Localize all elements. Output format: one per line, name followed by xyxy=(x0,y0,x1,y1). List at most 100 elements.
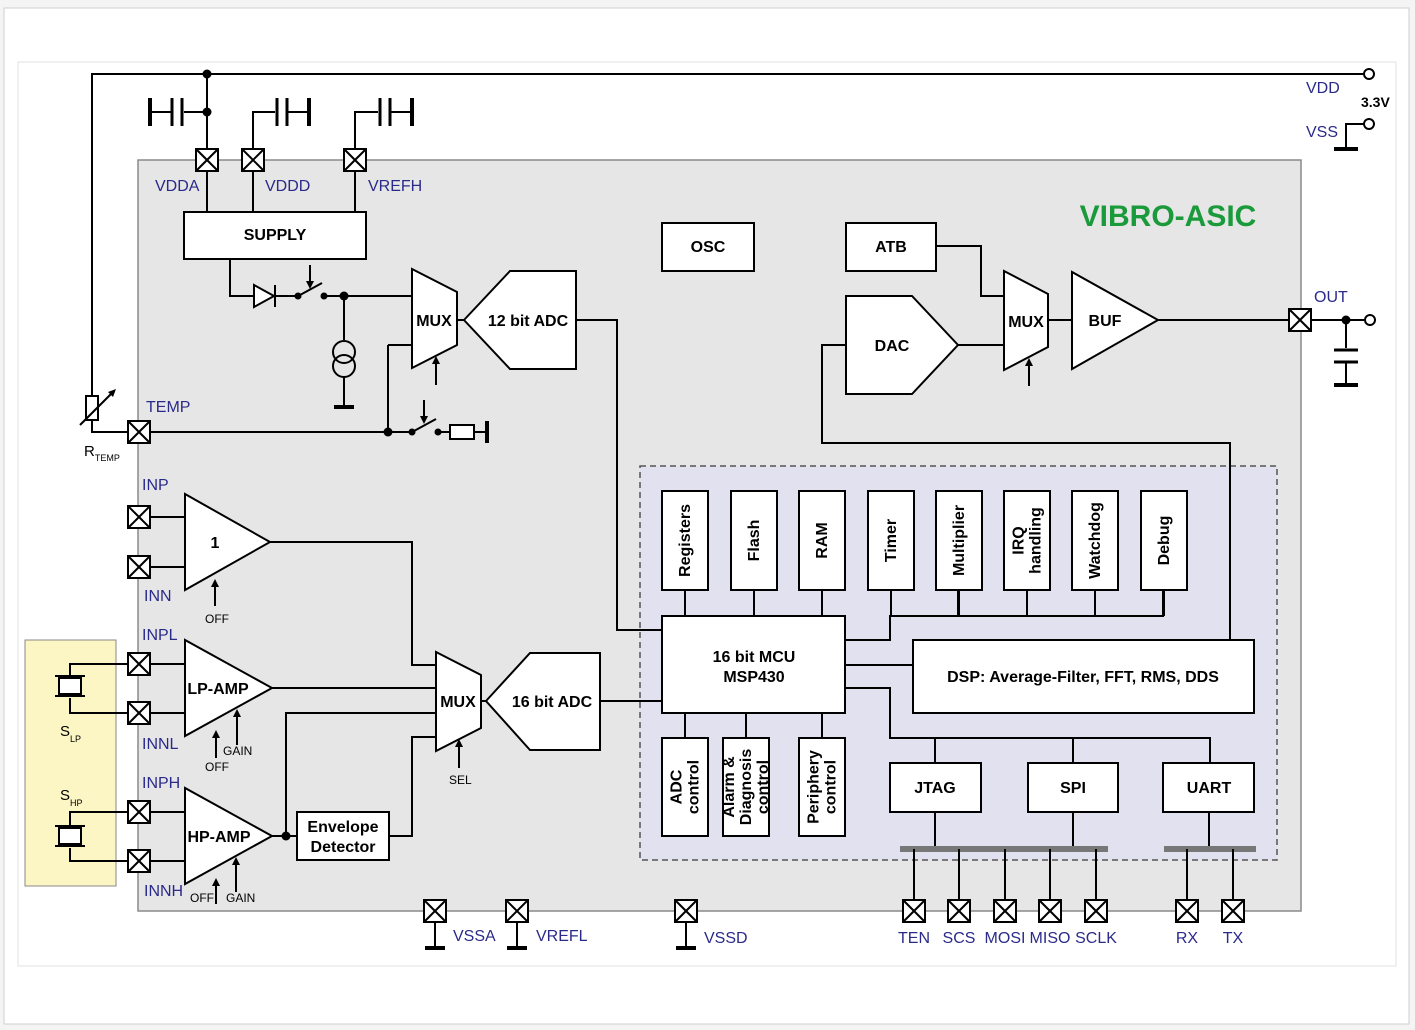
out-terminal xyxy=(1311,314,1376,387)
uart-label: UART xyxy=(1187,780,1232,797)
dsp-label: DSP: Average-Filter, FFT, RMS, DDS xyxy=(947,669,1219,686)
vrefl-label: VREFL xyxy=(536,928,588,945)
innh-pin-label: INNH xyxy=(144,883,183,900)
lp-amp-gain-label: GAIN xyxy=(223,744,252,758)
mcu-top-block-label-2-0: RAM xyxy=(814,522,831,558)
vdd-value-label: 3.3V xyxy=(1361,94,1390,110)
mcu-top-block-6 xyxy=(1071,490,1119,591)
mux-sel-label: SEL xyxy=(449,773,472,787)
mcu-bottom-block-0 xyxy=(661,737,709,837)
innl-pad xyxy=(127,701,151,725)
pin-pad-tx xyxy=(1221,899,1245,923)
mcu-bottom-block-2 xyxy=(798,737,846,837)
r-temp-label: RTEMP xyxy=(84,443,120,463)
buf-label: BUF xyxy=(1089,313,1122,330)
inp-pad xyxy=(127,505,151,529)
mcu-bus-wires xyxy=(845,590,1211,763)
buf-block xyxy=(1071,270,1161,371)
vssd-label: VSSD xyxy=(704,930,748,947)
gain1-off-label: OFF xyxy=(205,612,229,626)
mcu-label-line1: 16 bit MCU xyxy=(713,649,796,666)
hp-amp-gain-label: GAIN xyxy=(226,891,255,905)
inn-pin-label: INN xyxy=(144,588,172,605)
uart-block xyxy=(1162,762,1255,813)
pin-pad-mosi xyxy=(993,899,1017,923)
pin-pad-sclk xyxy=(1084,899,1108,923)
lp-amp-label: LP-AMP xyxy=(187,681,249,698)
hp-amp-label: HP-AMP xyxy=(187,829,250,846)
pin-pad-scs xyxy=(947,899,971,923)
atb-label: ATB xyxy=(875,239,907,256)
sensor-lp-label: SLP xyxy=(60,723,81,744)
vdda-label: VDDA xyxy=(155,178,200,195)
mcu-bottom-block-label-0-1: control xyxy=(686,760,703,814)
mcu-top-block-label-6-0: Watchdog xyxy=(1087,502,1104,579)
gain1-amp xyxy=(184,492,273,592)
inpl-pad xyxy=(127,652,151,676)
digital-buses xyxy=(900,812,1256,900)
vssa-label: VSSA xyxy=(453,928,496,945)
mcu-bottom-block-1 xyxy=(722,737,770,837)
mcu-top-block-5 xyxy=(1003,490,1051,591)
vrefh-label: VREFH xyxy=(368,178,422,195)
pin-label-miso: MISO xyxy=(1030,930,1071,947)
vssd-pad xyxy=(674,899,698,923)
mcu-top-block-4 xyxy=(935,490,983,591)
sensor-lp xyxy=(55,663,128,714)
mcu-bottom-block-label-1-0: Alarm & xyxy=(721,756,738,818)
inpl-pin-label: INPL xyxy=(142,627,178,644)
vdda-pad xyxy=(195,148,219,172)
spi-block xyxy=(1027,762,1119,813)
jtag-block xyxy=(889,762,982,813)
pin-label-mosi: MOSI xyxy=(985,930,1026,947)
mcu-top-block-label-1-0: Flash xyxy=(746,520,763,562)
mux-analog-label: MUX xyxy=(440,694,476,711)
out-pad xyxy=(1288,308,1312,332)
envelope-label-line2: Detector xyxy=(311,839,376,856)
osc-label: OSC xyxy=(691,239,726,256)
mcu-label-line2: MSP430 xyxy=(723,669,784,686)
pin-pad-miso xyxy=(1038,899,1062,923)
out-pin-label: OUT xyxy=(1314,289,1348,306)
envelope-detector-block xyxy=(296,811,390,861)
mux-analog-block xyxy=(435,650,482,753)
jtag-label: JTAG xyxy=(914,780,955,797)
mcu-bottom-block-label-2-1: control xyxy=(823,760,840,814)
dac-label: DAC xyxy=(875,338,910,355)
inp-pin-label: INP xyxy=(142,477,169,494)
supply-rail xyxy=(91,68,1375,395)
mcu-bottom-block-label-1-1: Diagnosis xyxy=(738,749,755,826)
thermistor xyxy=(79,389,128,433)
mcu-top-block-label-3-0: Timer xyxy=(883,519,900,562)
spi-label: SPI xyxy=(1060,780,1086,797)
lp-amp-block xyxy=(184,638,275,738)
inph-pad xyxy=(127,800,151,824)
temp-pin-label: TEMP xyxy=(146,399,190,416)
mcu-top-block-label-5-0: IRQ xyxy=(1011,526,1028,554)
innh-pad xyxy=(127,849,151,873)
supply-block-label: SUPPLY xyxy=(244,227,307,244)
temp-pad xyxy=(127,420,151,444)
adc16-label: 16 bit ADC xyxy=(512,694,593,711)
vrefl-pad xyxy=(505,899,529,923)
sensor-hp xyxy=(55,811,128,862)
chip-title: VIBRO-ASIC xyxy=(1080,200,1257,233)
envelope-label-line1: Envelope xyxy=(307,819,378,836)
dsp-block xyxy=(912,639,1255,714)
atb-block xyxy=(845,222,937,272)
mcu-bottom-block-label-1-2: control xyxy=(755,760,772,814)
pin-label-rx: RX xyxy=(1176,930,1199,947)
vddd-pad xyxy=(241,148,265,172)
inph-pin-label: INPH xyxy=(142,775,180,792)
mux-out-label: MUX xyxy=(1008,314,1044,331)
gain1-label: 1 xyxy=(211,535,220,552)
pin-label-scs: SCS xyxy=(943,930,976,947)
inn-pad xyxy=(127,555,151,579)
mcu-top-block-label-0-0: Registers xyxy=(677,504,694,577)
hp-amp-off-label: OFF xyxy=(190,891,214,905)
innl-pin-label: INNL xyxy=(142,736,179,753)
supply-block xyxy=(183,211,367,260)
